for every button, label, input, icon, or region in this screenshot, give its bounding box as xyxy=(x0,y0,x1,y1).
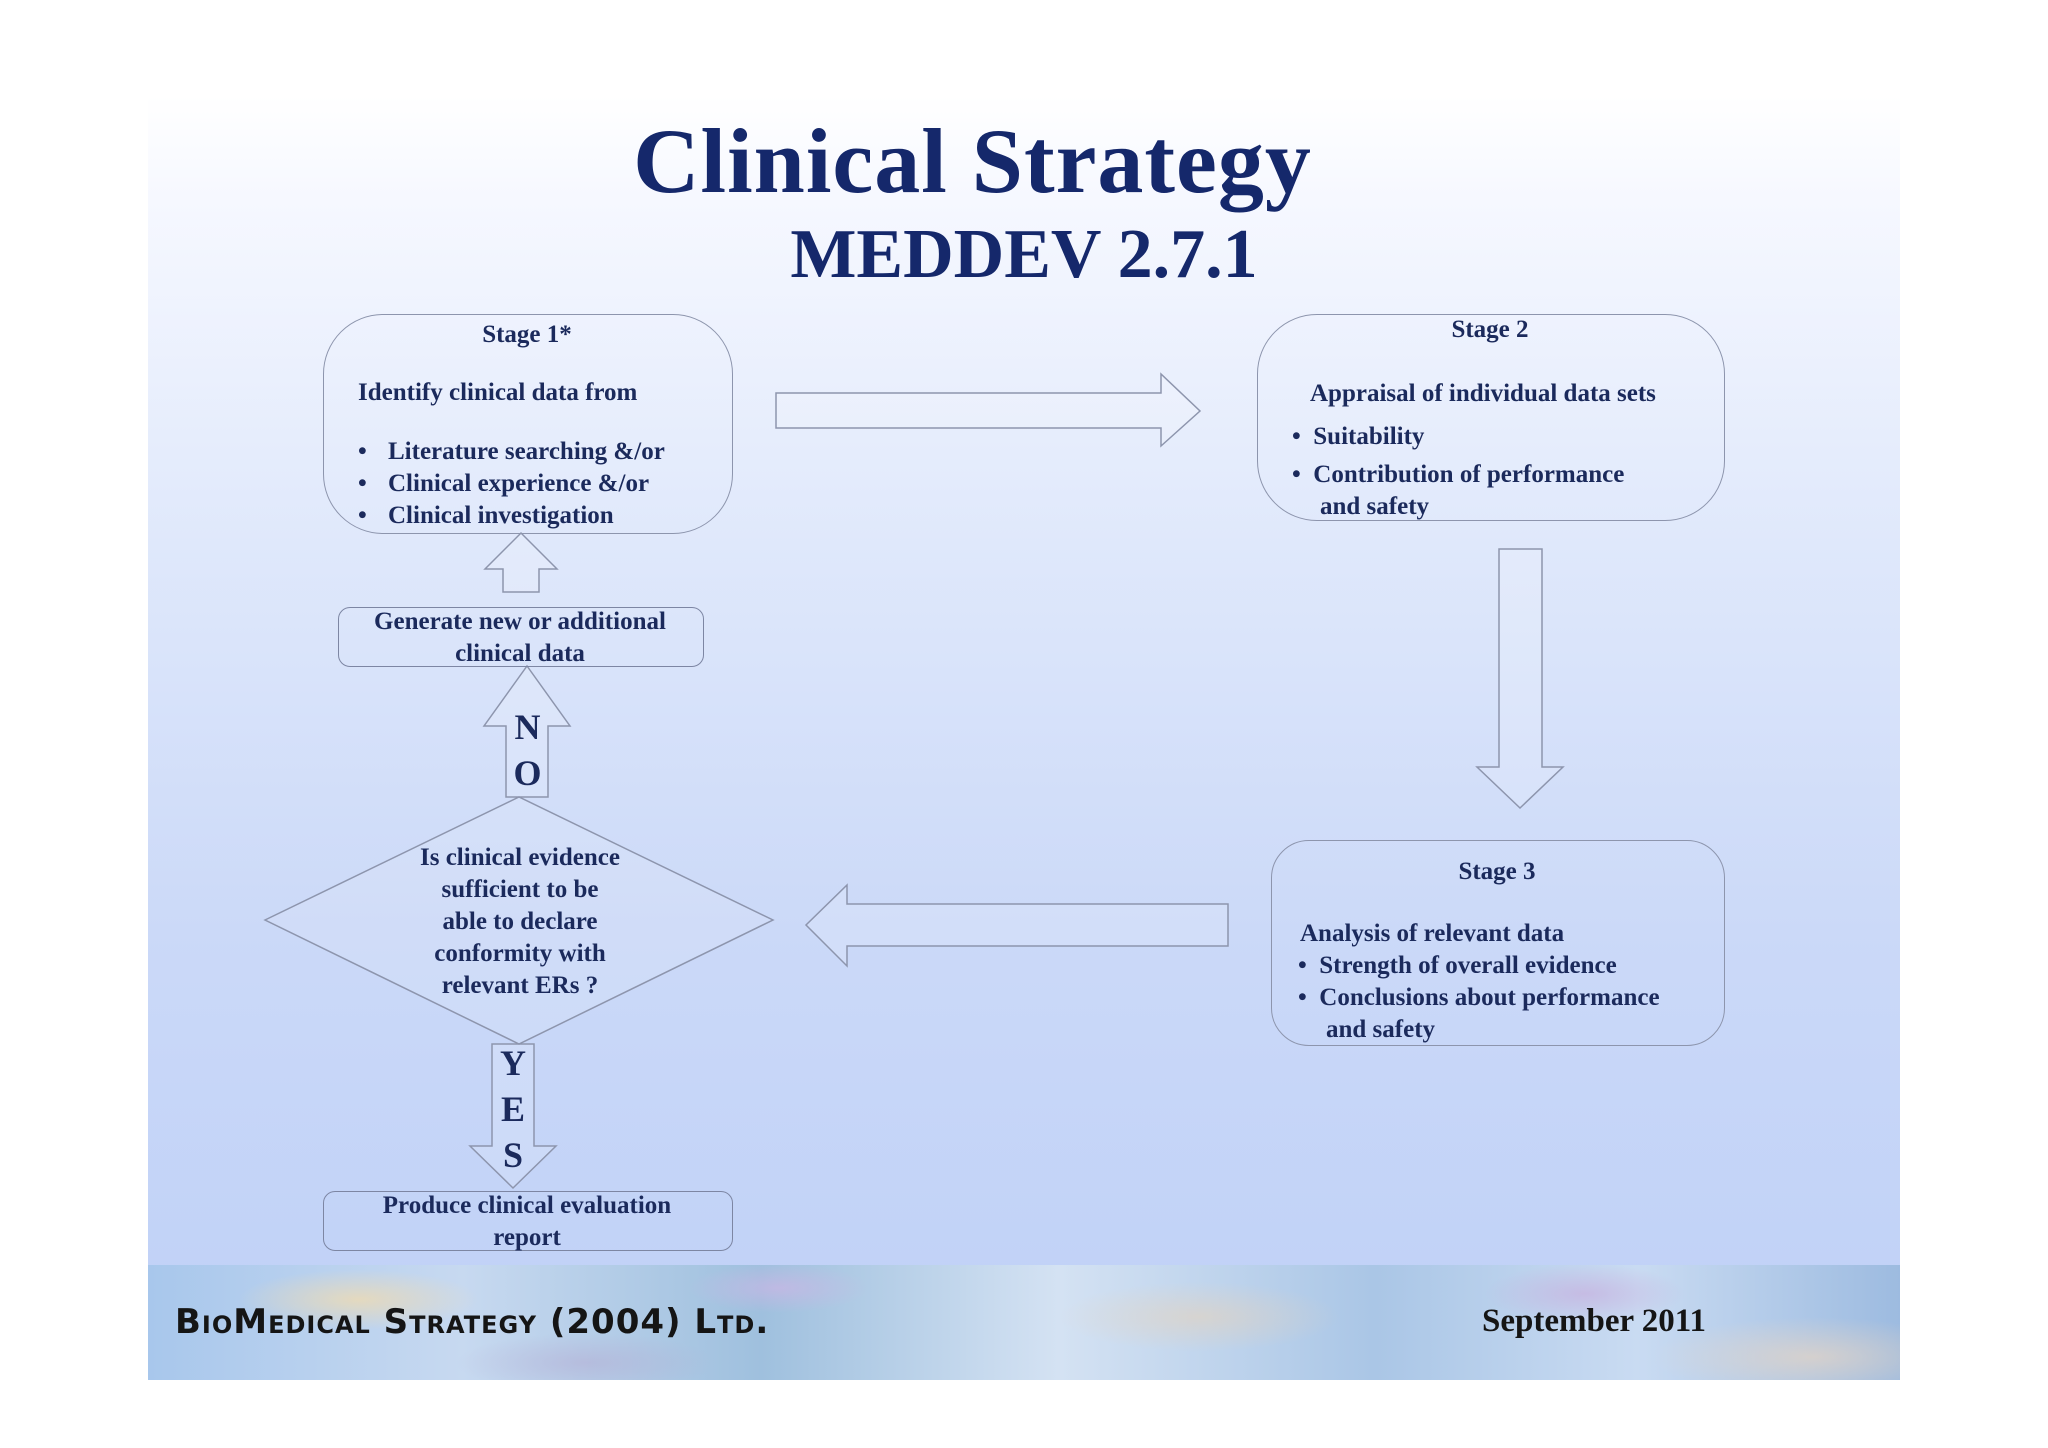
stage3-bullet-continued: and safety xyxy=(1326,1016,1436,1043)
decision-line: able to declare xyxy=(442,908,598,935)
decision-line: relevant ERs ? xyxy=(441,972,599,999)
stage3-heading: Stage 3 xyxy=(1458,858,1536,885)
decision-line: Is clinical evidence xyxy=(420,844,620,871)
stage3-box xyxy=(1271,840,1725,1046)
stage1-intro: Identify clinical data from xyxy=(358,379,638,406)
stage3-bullet: • Strength of overall evidence xyxy=(1298,952,1617,979)
no-letter: O xyxy=(513,753,542,793)
stage1-bullet: Clinical experience &/or xyxy=(358,468,728,500)
stage1-heading: Stage 1* xyxy=(482,321,572,348)
stage2-bullet-list: • Suitability • Contribution of performa… xyxy=(1292,421,1712,523)
report-line: Produce clinical evaluation xyxy=(382,1192,672,1219)
company-name: BioMedical Strategy (2004) Ltd. xyxy=(175,1302,770,1342)
generate-line: clinical data xyxy=(455,640,585,667)
generate-data-box xyxy=(338,607,704,667)
page-title: Clinical Strategy xyxy=(633,110,1312,212)
generate-data-text: Generate new or additional clinical data xyxy=(338,606,702,670)
footer-banner xyxy=(148,1265,1900,1380)
stage3-bullet: • Conclusions about performance xyxy=(1298,984,1660,1011)
stage1-bullet: Literature searching &/or xyxy=(358,436,728,468)
stage3-bullet-list: • Strength of overall evidence • Conclus… xyxy=(1298,950,1718,1046)
stage2-bullet: • Contribution of performance xyxy=(1292,461,1625,488)
slide-background xyxy=(148,95,1900,1380)
yes-letter: Y xyxy=(500,1043,526,1083)
yes-letter: S xyxy=(502,1135,524,1175)
yes-letter: E xyxy=(500,1089,525,1129)
arrow-generate-to-stage1 xyxy=(483,531,559,593)
report-box xyxy=(323,1191,733,1251)
arrow-stage2-to-stage3 xyxy=(1475,548,1565,810)
no-letter: N xyxy=(514,707,541,747)
report-text: Produce clinical evaluation report xyxy=(323,1190,731,1254)
stage3-intro: Analysis of relevant data xyxy=(1300,920,1565,947)
arrow-stage1-to-stage2 xyxy=(775,372,1202,448)
stage2-bullet: • Suitability xyxy=(1292,423,1425,450)
decision-text: Is clinical evidence sufficient to be ab… xyxy=(380,842,660,1002)
stage2-bullet-continued: and safety xyxy=(1320,493,1430,520)
stage1-bullet: Clinical investigation xyxy=(358,500,728,532)
arrow-stage3-to-decision xyxy=(804,883,1229,968)
stage1-box xyxy=(323,314,733,534)
stage1-bullet-list: Literature searching &/or Clinical exper… xyxy=(358,436,728,532)
decision-line: sufficient to be xyxy=(441,876,599,903)
report-line: report xyxy=(493,1224,561,1251)
generate-line: Generate new or additional xyxy=(374,608,666,635)
yes-label: Y E S xyxy=(491,1040,535,1178)
footer-date: September 2011 xyxy=(1482,1303,1706,1339)
page-subtitle: MEDDEV 2.7.1 xyxy=(790,216,1258,293)
stage2-box xyxy=(1257,314,1725,521)
decision-line: conformity with xyxy=(434,940,606,967)
stage2-intro: Appraisal of individual data sets xyxy=(1310,380,1656,407)
decision-diamond xyxy=(263,796,775,1045)
arrow-yes xyxy=(468,1043,558,1190)
arrow-no xyxy=(482,664,572,798)
no-label: N O xyxy=(505,704,550,796)
stage2-heading: Stage 2 xyxy=(1451,316,1529,343)
